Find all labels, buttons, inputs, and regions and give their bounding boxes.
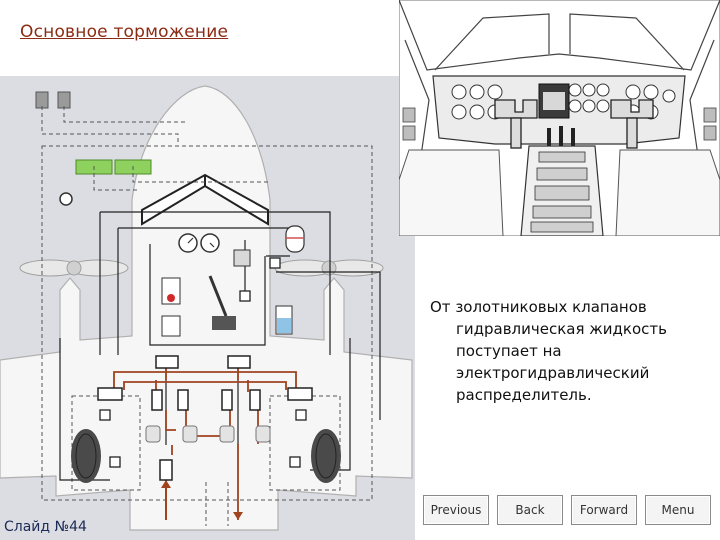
wheel-icon: [71, 429, 341, 483]
brake-system-diagram: [0, 76, 415, 540]
brake-pedal-icon: [208, 275, 236, 330]
forward-button[interactable]: Forward: [571, 495, 637, 525]
pressure-sensor-icon: [59, 192, 73, 206]
slide-description: От золотниковых клапанов гидравлическая …: [430, 298, 667, 404]
menu-button[interactable]: Menu: [645, 495, 711, 525]
page-title: Основное торможение: [20, 22, 229, 42]
slide-number: Слайд №44: [4, 519, 87, 535]
right-propeller-icon: [274, 259, 384, 277]
instrument-dials: [451, 83, 676, 120]
pressure-gauge-icon: [178, 233, 220, 253]
warning-light-icon: [161, 277, 181, 305]
accumulator-icon: [233, 225, 305, 267]
cockpit-panel-illustration: [399, 0, 720, 236]
left-propeller-icon: [19, 259, 129, 277]
valve-box: [161, 315, 181, 337]
control-yoke-icon: [494, 99, 654, 149]
brake-unit-icon: [145, 425, 271, 443]
previous-button[interactable]: Previous: [423, 495, 489, 525]
fluid-tank-icon: [275, 305, 293, 335]
back-button[interactable]: Back: [497, 495, 563, 525]
